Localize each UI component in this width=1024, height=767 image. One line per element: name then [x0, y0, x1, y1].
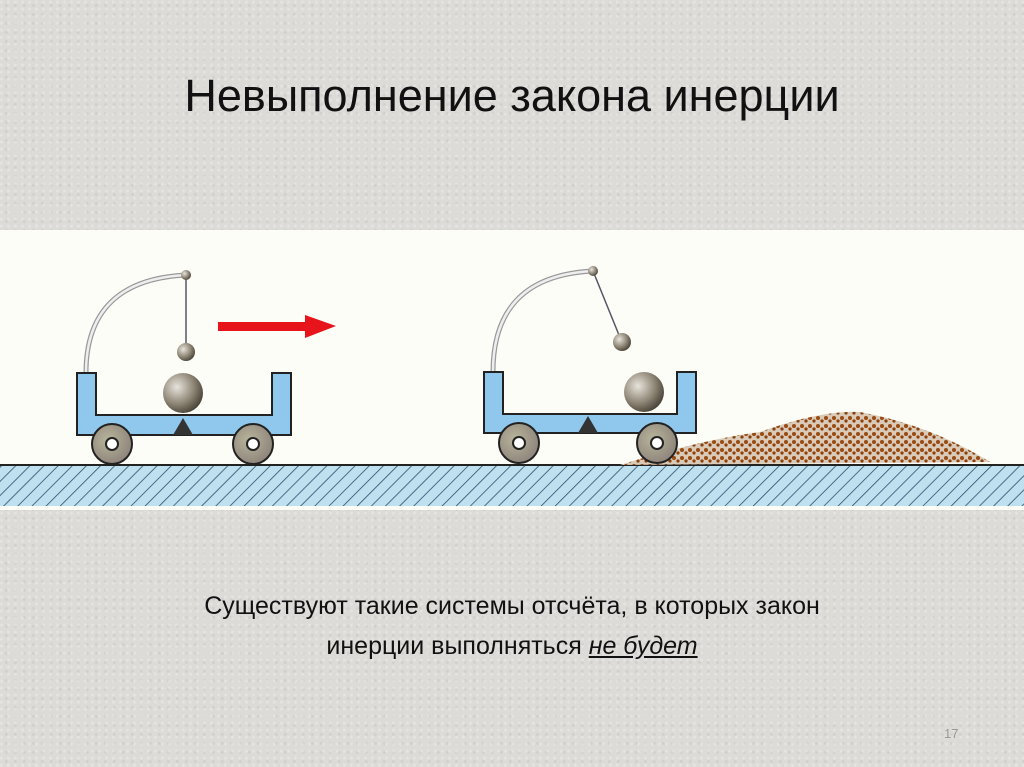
arrow-right-icon: [218, 315, 336, 338]
page-number: 17: [944, 726, 959, 741]
body-line-1: Существуют такие системы отсчёта, в кото…: [204, 592, 820, 620]
cart-stopped: [483, 266, 697, 464]
ball-on-cart: [163, 373, 203, 413]
slide-title: Невыполнение закона инерции: [184, 70, 840, 121]
ground: [0, 465, 1024, 506]
cart-moving: [76, 270, 292, 465]
cart-body: [483, 371, 697, 434]
ball-on-cart: [624, 372, 664, 412]
body-line-2-text: инерции выполняться: [326, 632, 589, 660]
inertia-illustration: [0, 230, 1024, 510]
emphasis-text: не будет: [588, 632, 698, 660]
sand-pile: [620, 411, 990, 465]
pendulum-ball: [613, 333, 631, 351]
pendulum-ball: [177, 343, 195, 361]
cart-body: [76, 372, 292, 436]
slide-body: Существуют такие системы отсчёта, в кото…: [0, 586, 1024, 666]
body-line-2: инерции выполняться не будет: [0, 626, 1024, 666]
